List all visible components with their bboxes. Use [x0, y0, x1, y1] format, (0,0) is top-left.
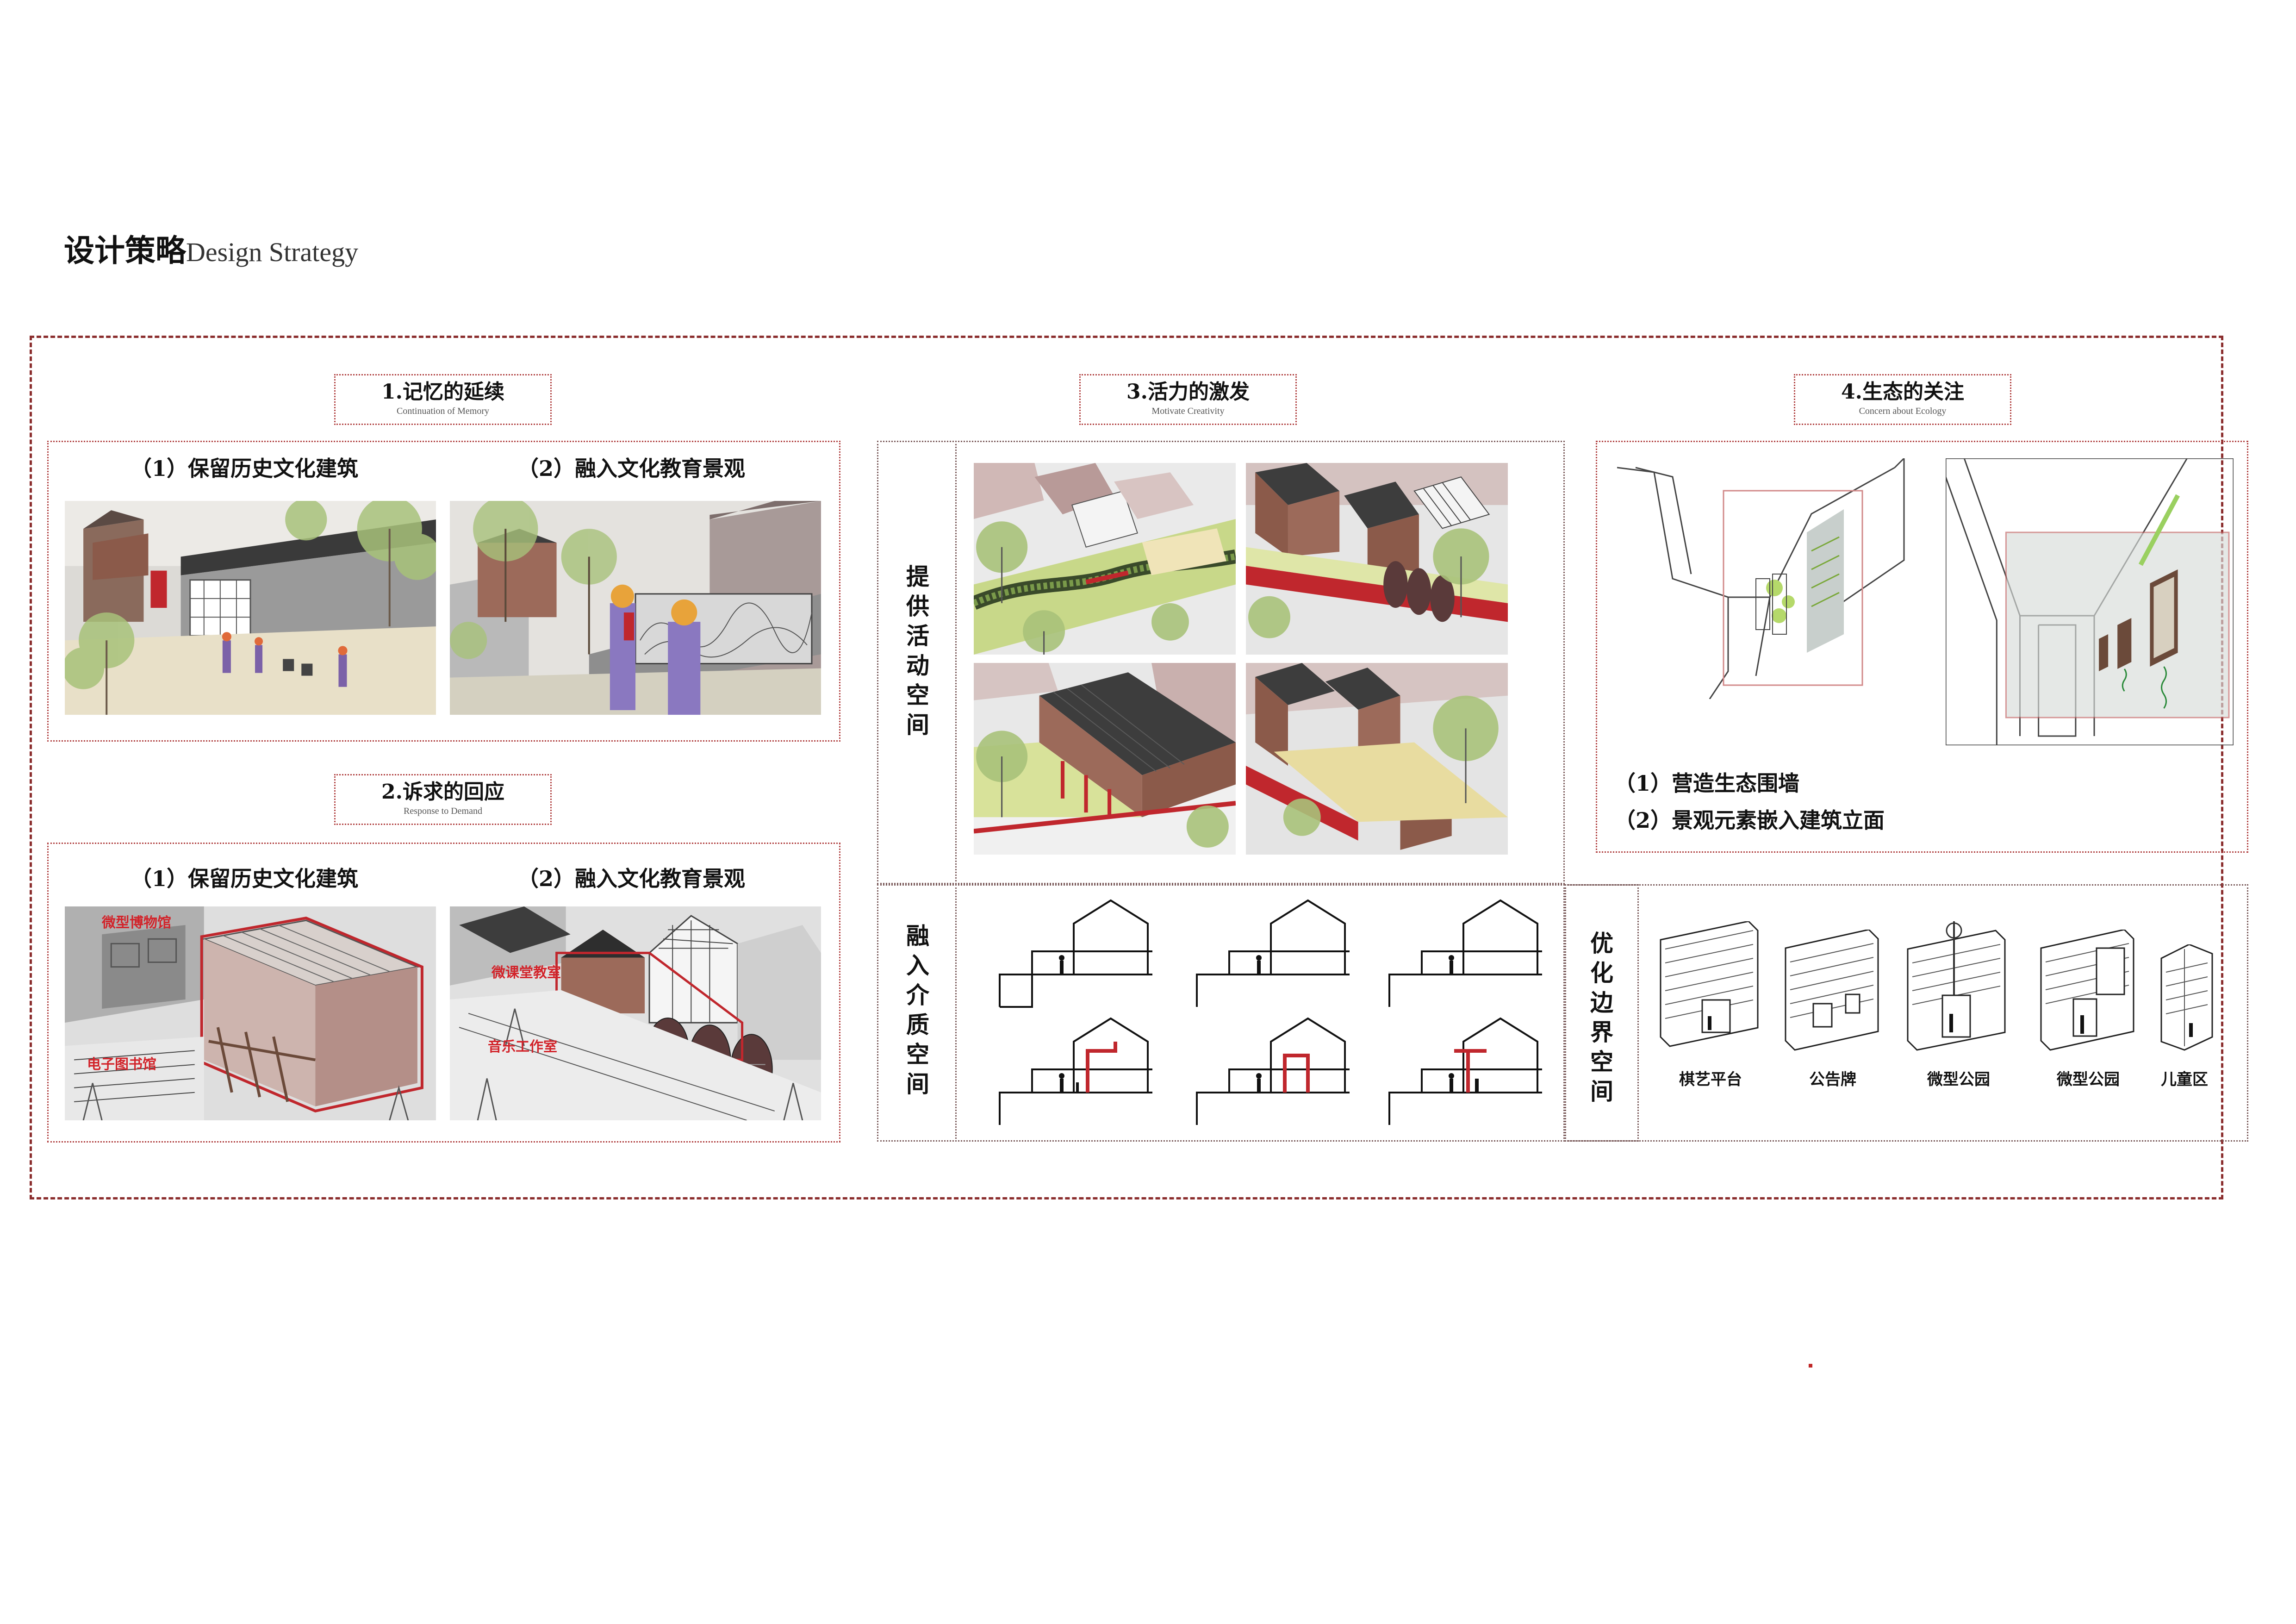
ecology-line-1: （1）营造生态围墙: [1614, 771, 1800, 796]
ecology-panel: [1596, 441, 2248, 853]
memory-sub1: （1）保留历史文化建筑: [131, 456, 359, 481]
boundary-notice-board: [1781, 930, 1883, 1051]
caption-micro-park-2: 微型公园: [2057, 1070, 2120, 1089]
vitality-medium-label-cell: [877, 884, 957, 1142]
vitality-image-2: [1246, 463, 1508, 655]
vitality-activity-label-cell: [877, 441, 957, 884]
boundary-micro-park-2: [2036, 930, 2140, 1051]
memory-sub2: （2）融入文化教育景观: [517, 456, 746, 481]
annotation-micro-museum: 微型博物馆: [102, 915, 171, 931]
section-title-ecology: 4.生态的关注 Concern about Ecology: [1794, 374, 2011, 425]
caption-chess-platform: 棋艺平台: [1679, 1070, 1742, 1089]
vitality-image-3: [974, 663, 1236, 855]
memory-panel: [47, 441, 840, 742]
section-diagram-2: [1192, 896, 1350, 1012]
vitality-image-1: [974, 463, 1236, 655]
demand-sub1: （1）保留历史文化建筑: [131, 866, 359, 891]
page-title-cn: 设计策略: [64, 232, 186, 269]
section-title-demand: 2.诉求的回应 Response to Demand: [334, 774, 552, 825]
boundary-children-area: [2157, 944, 2217, 1051]
annotation-micro-classroom: 微课堂教室: [492, 965, 561, 981]
annotation-e-library: 电子图书馆: [87, 1056, 156, 1073]
boundary-label-cell: [1565, 884, 1639, 1142]
memory-image-heritage-building: [65, 501, 436, 715]
ecology-perspective-1: [1617, 458, 1923, 699]
page-title-en: Design Strategy: [186, 237, 359, 267]
demand-sub2: （2）融入文化教育景观: [517, 866, 746, 891]
section-diagram-4: [995, 1014, 1152, 1130]
caption-children-area: 儿童区: [2161, 1070, 2208, 1089]
section-title-vitality: 3.活力的激发 Motivate Creativity: [1079, 374, 1297, 425]
ecology-line-2: （2）景观元素嵌入建筑立面: [1614, 808, 1885, 833]
demand-image-classroom: [450, 906, 821, 1120]
demand-image-library: [65, 906, 436, 1120]
label-provide-activity-space: 提供活动空间: [906, 563, 929, 738]
section-diagram-6: [1385, 1014, 1542, 1130]
section-diagram-5: [1192, 1014, 1350, 1130]
section-diagram-3: [1385, 896, 1542, 1012]
ecology-perspective-2: [1946, 458, 2234, 745]
boundary-chess-platform: [1656, 921, 1762, 1051]
outer-frame: [30, 336, 2223, 1199]
section-title-memory: 1.记忆的延续 Continuation of Memory: [334, 374, 552, 425]
annotation-music-studio: 音乐工作室: [488, 1039, 557, 1055]
memory-image-education-landscape: [450, 501, 821, 715]
label-optimize-boundary-space: 优化边界空间: [1590, 930, 1613, 1105]
caption-notice-board: 公告牌: [1809, 1070, 1856, 1089]
vitality-image-4: [1246, 663, 1508, 855]
caption-micro-park-1: 微型公园: [1927, 1070, 1990, 1089]
stray-mark: [1809, 1364, 1812, 1368]
demand-panel: [47, 843, 840, 1143]
page-title: 设计策略Design Strategy: [64, 226, 358, 270]
boundary-micro-park-1: [1903, 921, 2012, 1051]
section-diagram-1: [995, 896, 1152, 1012]
label-medium-space: 融入介质空间: [906, 922, 929, 1098]
